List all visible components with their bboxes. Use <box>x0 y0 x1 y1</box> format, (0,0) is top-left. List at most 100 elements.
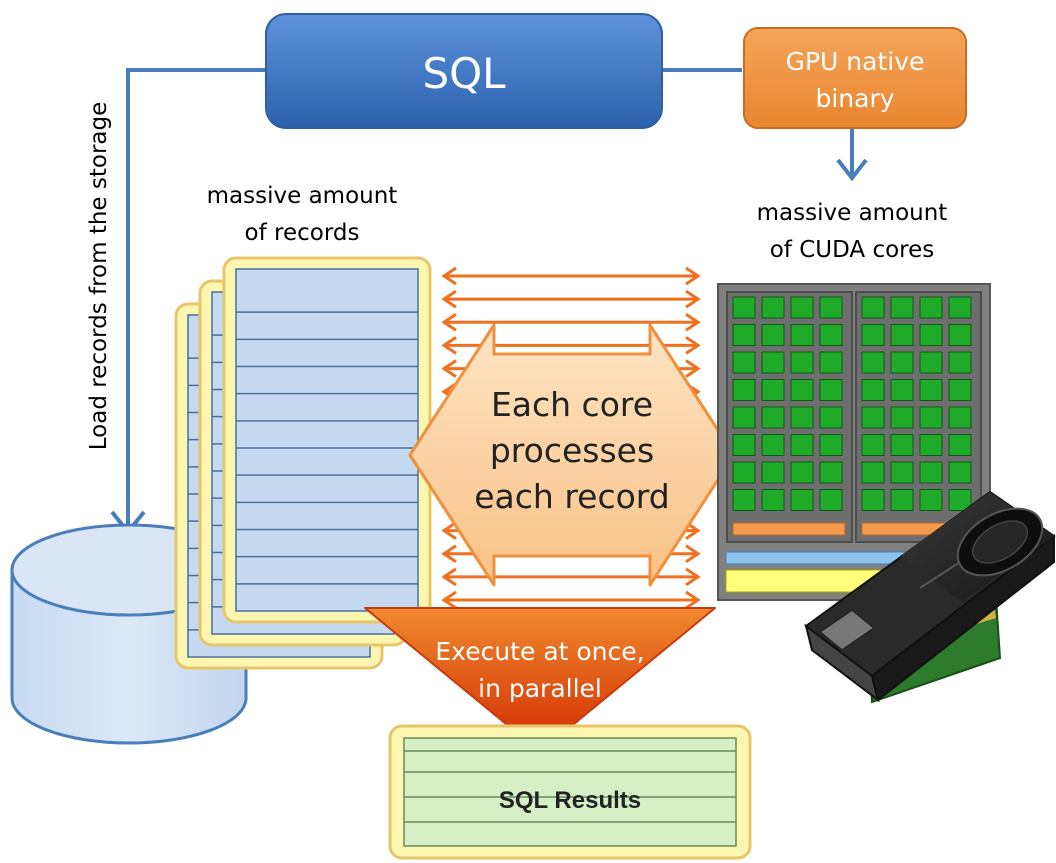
gpu-binary-line2: binary <box>815 84 894 113</box>
cuda-core <box>819 434 843 456</box>
cuda-core <box>790 379 814 401</box>
cuda-core <box>861 379 885 401</box>
cuda-core <box>919 296 943 319</box>
cuda-core <box>948 489 972 511</box>
cuda-core <box>890 296 914 319</box>
cuda-core <box>890 461 914 484</box>
cuda-core <box>948 434 972 456</box>
cuda-core <box>790 461 814 484</box>
cuda-core <box>861 324 885 346</box>
cuda-core <box>890 406 914 429</box>
arrow-head-right <box>685 590 701 610</box>
cuda-core <box>761 379 785 401</box>
arrow-head-left <box>441 289 457 309</box>
gpu-binary-box <box>743 27 967 129</box>
arrow-head-right <box>685 313 701 332</box>
arrow-head-right <box>685 266 701 286</box>
cuda-core <box>890 434 914 456</box>
cuda-core <box>948 324 972 346</box>
cuda-core <box>861 461 885 484</box>
arrow-head-left <box>441 266 457 286</box>
cuda-core <box>948 296 972 319</box>
cuda-core <box>919 351 943 374</box>
execute-label-line2: in parallel <box>478 674 602 703</box>
cuda-core <box>861 296 885 319</box>
arrow-head-right <box>685 336 701 355</box>
cuda-core <box>761 489 785 511</box>
cuda-core <box>890 351 914 374</box>
cuda-core <box>790 489 814 511</box>
cuda-cores <box>732 296 972 511</box>
cuda-core <box>861 406 885 429</box>
cuda-core <box>732 461 756 484</box>
record-pages <box>174 256 432 670</box>
cuda-core <box>761 296 785 319</box>
cuda-core <box>819 296 843 319</box>
gpu-to-cores-arrowhead <box>836 158 868 182</box>
cuda-core <box>819 351 843 374</box>
sql-results-card <box>388 724 752 860</box>
cuda-core <box>819 406 843 429</box>
cuda-core <box>819 379 843 401</box>
arrow-head-left <box>441 590 457 610</box>
cuda-core <box>761 324 785 346</box>
center-label-line1: Each core <box>491 385 653 424</box>
cuda-core <box>761 434 785 456</box>
cuda-core <box>732 434 756 456</box>
gpu-chip <box>717 283 991 601</box>
cuda-core <box>890 324 914 346</box>
cuda-core <box>919 379 943 401</box>
cuda-core <box>819 461 843 484</box>
center-label-line3: each record <box>474 477 670 516</box>
execute-funnel-arrow <box>364 607 716 753</box>
center-label-line2: processes <box>490 431 654 470</box>
arrow-head-right <box>685 544 701 563</box>
cuda-core <box>732 351 756 374</box>
cuda-core <box>890 379 914 401</box>
cuda-core <box>761 351 785 374</box>
record-page-table <box>235 268 419 612</box>
gpu-card-image <box>804 490 1056 704</box>
records-caption-line2: of records <box>245 220 360 246</box>
arrow-head-left <box>441 521 457 540</box>
bidirectional-arrow <box>441 313 701 332</box>
arrow-head-left <box>441 336 457 355</box>
cuda-core <box>919 461 943 484</box>
cuda-core <box>919 324 943 346</box>
cuda-core <box>919 406 943 429</box>
sql-box <box>265 13 663 129</box>
cuda-core <box>948 406 972 429</box>
cuda-core <box>948 351 972 374</box>
cuda-core <box>761 406 785 429</box>
bidirectional-arrow <box>441 266 701 286</box>
arrow-head-left <box>441 567 457 587</box>
arrow-head-left <box>441 359 457 378</box>
load-records-label: Load records from the storage <box>86 102 112 451</box>
arrow-head-left <box>441 544 457 563</box>
bidirectional-arrow <box>441 590 701 610</box>
cuda-core <box>890 489 914 511</box>
cuda-core <box>790 434 814 456</box>
cuda-core <box>861 489 885 511</box>
cuda-core <box>790 351 814 374</box>
cuda-core <box>732 489 756 511</box>
record-page <box>222 256 432 624</box>
execute-label-line1: Execute at once, <box>435 637 644 666</box>
cuda-core <box>790 296 814 319</box>
cores-caption-line2: of CUDA cores <box>770 237 935 263</box>
arrow-head-right <box>685 289 701 309</box>
cuda-core <box>732 379 756 401</box>
cuda-core <box>861 351 885 374</box>
sql-box-label: SQL <box>422 49 506 98</box>
cuda-core <box>861 434 885 456</box>
cuda-core <box>790 324 814 346</box>
cuda-core <box>732 406 756 429</box>
records-caption-line1: massive amount <box>207 183 398 209</box>
cuda-core <box>761 461 785 484</box>
cuda-core <box>732 324 756 346</box>
cuda-core <box>919 489 943 511</box>
cuda-core <box>732 296 756 319</box>
gpu-binary-line1: GPU native <box>786 47 925 76</box>
arrow-head-right <box>685 359 701 378</box>
